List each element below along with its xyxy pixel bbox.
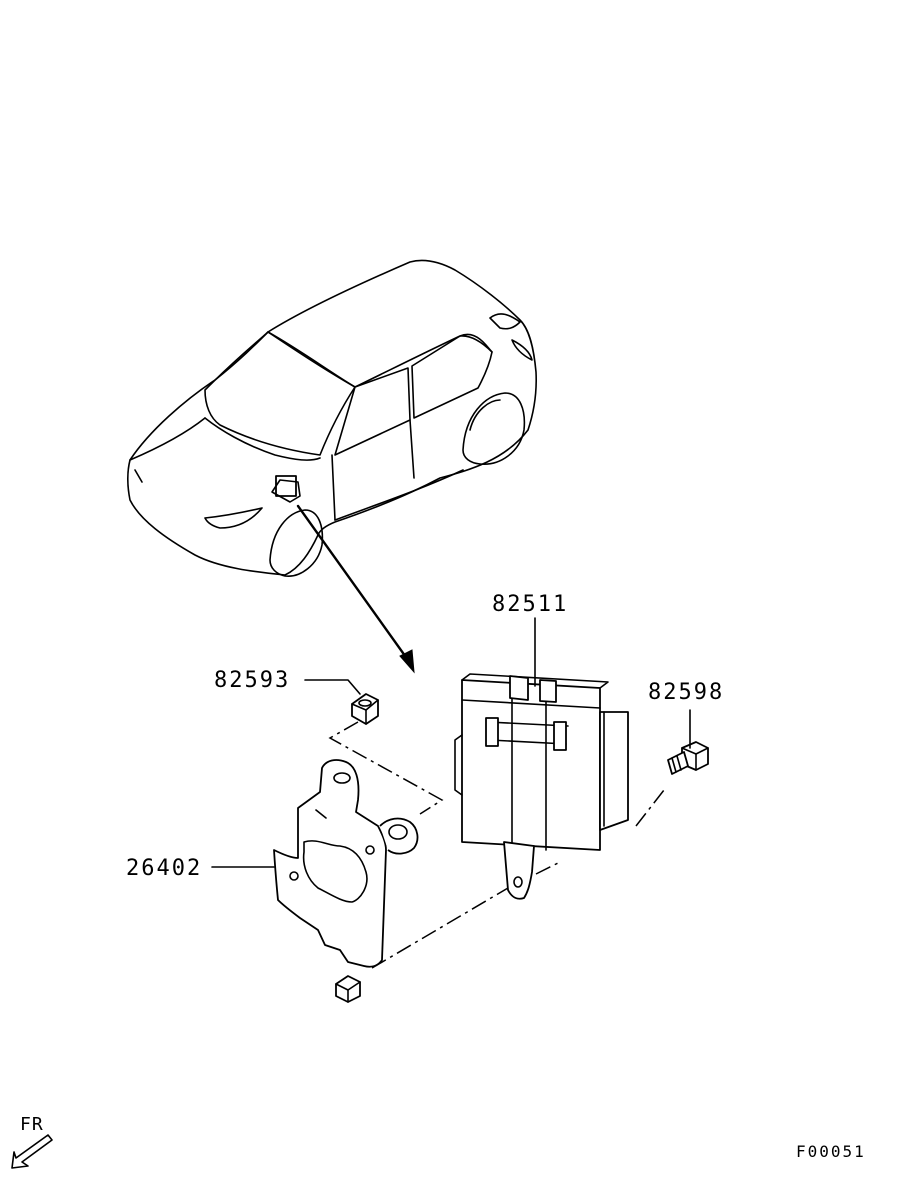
leader-82593 [304,679,361,695]
car-outline-icon [126,259,537,577]
front-arrow-icon [11,1134,53,1169]
callout-82598: 82598 [648,680,725,705]
assembly-lines [328,721,665,969]
callout-82511: 82511 [492,592,569,617]
front-direction-label: FR [20,1114,44,1135]
control-module-part [454,673,629,900]
figure-code: F00051 [796,1142,866,1161]
callout-82593: 82593 [214,668,291,693]
callout-26402: 26402 [126,856,203,881]
bracket-part [273,759,419,1003]
bolt-part [667,741,709,775]
nut-part [351,693,379,725]
location-arrow [296,504,415,674]
